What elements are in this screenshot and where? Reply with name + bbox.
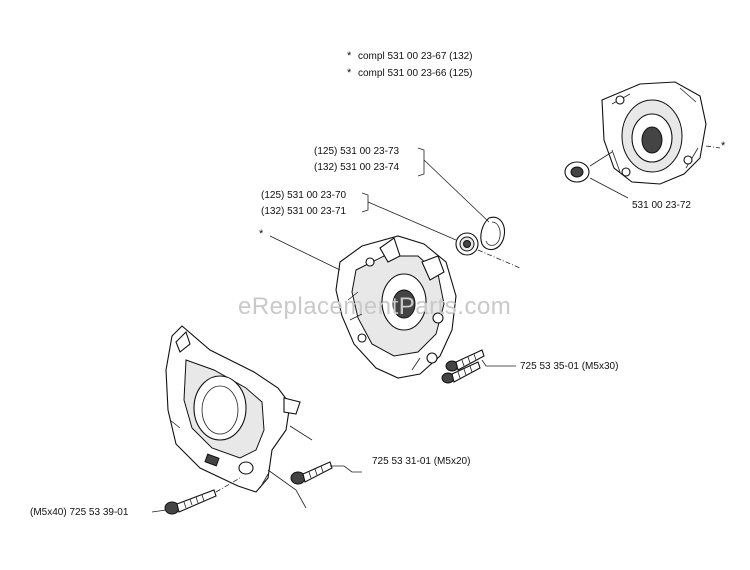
screw-m5x40[interactable]	[164, 489, 217, 515]
bearing[interactable]	[455, 232, 479, 256]
label-bearing-132: (132) 531 00 23-71	[261, 206, 347, 217]
crankcase-half-left[interactable]	[335, 235, 457, 379]
label-bearing-125: (125) 531 00 23-70	[261, 190, 347, 201]
star-crankcase-left: *	[259, 228, 264, 240]
label-screw-m5x20: 725 53 31-01 (M5x20)	[372, 456, 471, 467]
circlip[interactable]	[480, 216, 506, 251]
compl-note-star-2: *	[347, 67, 352, 79]
label-circlip-132: (132) 531 00 23-74	[314, 162, 400, 173]
compl-note-125: compl 531 00 23-66 (125)	[358, 68, 473, 79]
label-seal-right: 531 00 23-72	[632, 200, 691, 211]
compl-note-star-1: *	[347, 50, 352, 62]
fan-housing[interactable]	[165, 325, 301, 493]
star-crankcase-right: *	[721, 140, 726, 152]
screw-m5x20[interactable]	[290, 461, 333, 485]
label-screw-m5x40: (M5x40) 725 53 39-01	[30, 507, 129, 518]
label-circlip-125: (125) 531 00 23-73	[314, 146, 400, 157]
compl-note-132: compl 531 00 23-67 (132)	[358, 51, 473, 62]
screw-m5x30-a[interactable]	[445, 349, 485, 372]
crankcase-half-right[interactable]	[601, 81, 707, 185]
label-screw-m5x30: 725 53 35-01 (M5x30)	[520, 361, 619, 372]
screw-m5x30-b[interactable]	[441, 361, 481, 384]
watermark: eReplacementParts.com	[238, 293, 512, 320]
seal-ring-right[interactable]	[564, 161, 590, 183]
